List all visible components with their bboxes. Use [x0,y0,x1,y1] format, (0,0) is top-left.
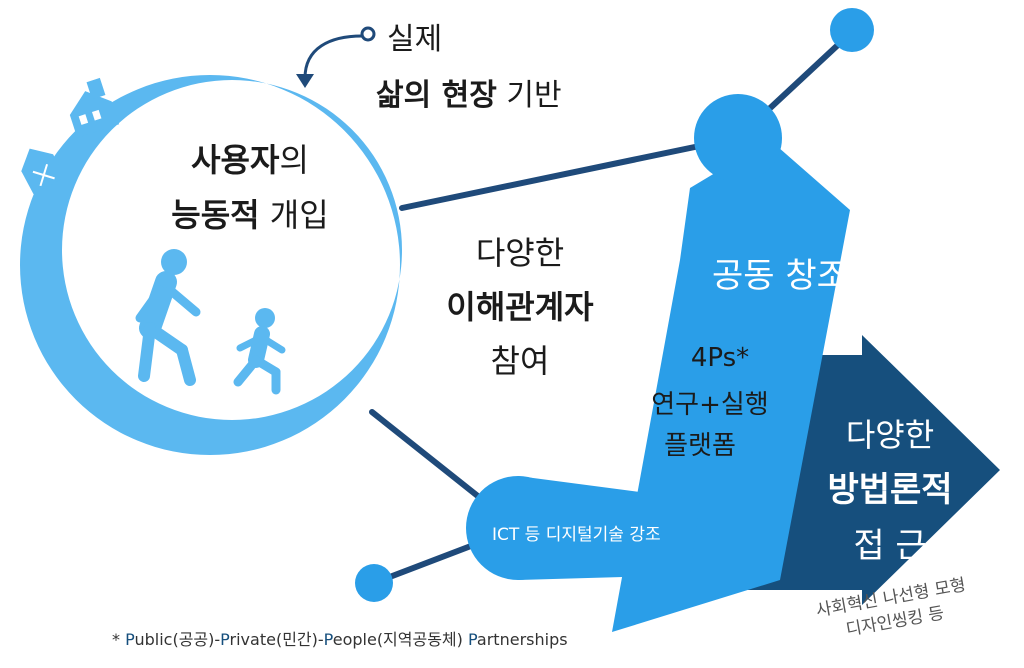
annotation-line2: 삶의 현장 기반 [376,70,562,114]
stakeholders-line3: 참여 [490,342,550,380]
footnote-p4-rest: artnerships [476,630,568,649]
stakeholders-line2: 이해관계자 [446,288,594,326]
moon-line2-bold: 능동적 [171,196,260,234]
running-child-icon [233,308,286,395]
moon-line2: 능동적 개입 [140,190,360,236]
line-moon-to-top-circle [399,135,741,211]
footnote-p2-initial: P [220,630,230,649]
barn-icon [21,148,66,195]
methods-line3: 접 근 [853,526,927,566]
footnote-p3-rest: eople(지역공동체) [332,630,468,649]
house-icon [69,77,120,138]
annotation-line2-bold: 삶의 현장 [376,78,497,113]
footnote-p1-rest: ublic(공공)- [134,630,221,649]
circle-bottom-left [355,564,393,602]
footnote-p1-initial: P [125,630,135,649]
moon-line2-rest: 개입 [259,196,329,234]
ict-band-bridge [518,476,700,580]
cocreation-line1: 4Ps* [690,343,750,373]
moon-line1-bold: 사용자 [191,141,280,179]
stakeholders-line1: 다양한 [475,234,565,272]
methods-line2: 방법론적 [827,470,953,510]
footnote-p4-initial: P [467,630,477,649]
moon-line1: 사용자의 [160,135,340,181]
footnote-p3-initial: P [323,630,333,649]
footnote: * Public(공공)-Private(민간)-People(지역공동체) P… [112,626,568,650]
moon-line1-rest: 의 [279,141,309,179]
cocreation-line3: 플랫폼 [664,431,736,461]
ict-label: ICT 등 디지털기술 강조 [492,525,661,545]
circle-top-right [830,8,874,52]
methods-line1: 다양한 [845,416,935,454]
cocreation-line2: 연구+실행 [651,390,769,420]
curved-arrow-icon [296,26,376,88]
footnote-prefix: * [112,630,126,649]
footnote-p2-rest: rivate(민간)- [229,630,324,649]
cocreation-title: 공동 창조 [712,256,848,296]
walking-adult-icon [135,249,201,386]
annotation-line2-rest: 기반 [496,78,562,113]
circle-top-node [694,94,782,182]
annotation-line1: 실제 [387,22,443,57]
